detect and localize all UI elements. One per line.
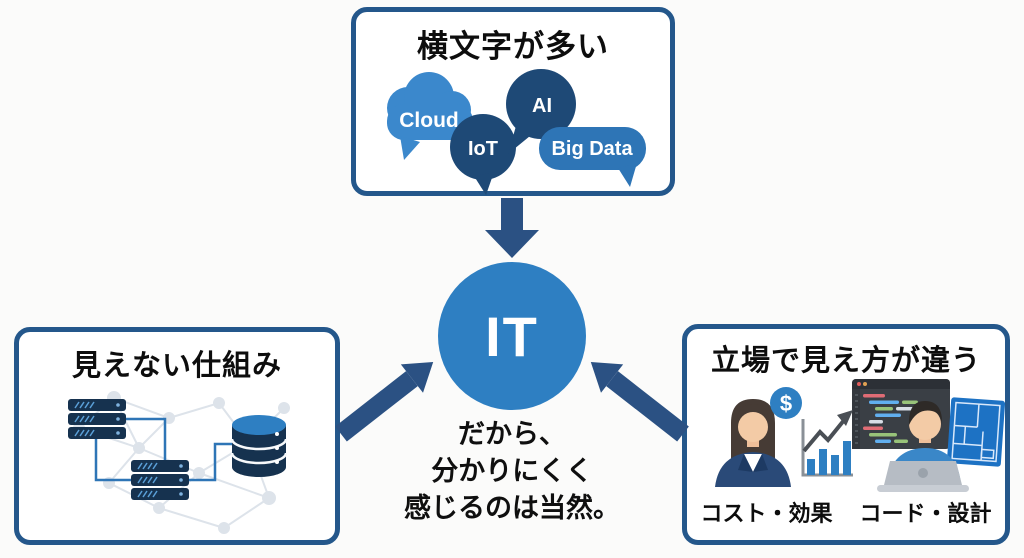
it-circle: IT xyxy=(438,262,586,410)
bar-chart-icon xyxy=(801,410,853,477)
server-stack-icon xyxy=(68,399,126,439)
blueprint-icon xyxy=(946,397,1005,467)
laptop-icon xyxy=(877,461,969,492)
it-label: IT xyxy=(485,304,539,368)
top-box-title: 横文字が多い xyxy=(417,29,609,64)
speech-bubbles-illustration: Cloud IoT AI Big Data xyxy=(387,69,646,195)
server-stack-icon xyxy=(131,460,189,500)
businesswoman-icon xyxy=(715,399,791,487)
servers-network-illustration xyxy=(68,391,290,534)
persona-label-cost: コスト・効果 xyxy=(700,501,833,526)
iot-bubble-label: IoT xyxy=(468,138,498,160)
right-box-viewpoints: 立場で見え方が違う xyxy=(682,324,1010,545)
right-box-title: 立場で見え方が違う xyxy=(710,345,981,377)
database-icon xyxy=(230,415,288,477)
bigdata-bubble-label: Big Data xyxy=(551,138,633,160)
cloud-bubble-label: Cloud xyxy=(399,109,458,132)
dollar-coin-icon: $ xyxy=(770,387,802,419)
personas-illustration: $ xyxy=(715,379,1005,492)
top-box-loanwords: 横文字が多い Cloud IoT AI xyxy=(351,7,675,196)
bigdata-bubble-icon: Big Data xyxy=(539,127,646,187)
top-arrow-icon xyxy=(485,198,539,258)
caption-text: だから、 分かりにくく 感じるのは当然。 xyxy=(404,419,620,523)
connection-lines xyxy=(94,417,232,482)
svg-text:$: $ xyxy=(780,391,792,416)
iot-bubble-icon: IoT xyxy=(450,114,516,195)
left-box-title: 見えない仕組み xyxy=(71,350,282,382)
developer-icon xyxy=(877,401,969,492)
persona-labels: コスト・効果 コード・設計 xyxy=(687,496,1005,528)
ai-bubble-label: AI xyxy=(532,95,552,117)
left-box-invisible-systems: 見えない仕組み xyxy=(14,327,340,545)
persona-label-code: コード・設計 xyxy=(859,501,992,526)
ai-bubble-icon: AI xyxy=(506,69,576,154)
cloud-bubble-icon: Cloud xyxy=(387,72,473,160)
